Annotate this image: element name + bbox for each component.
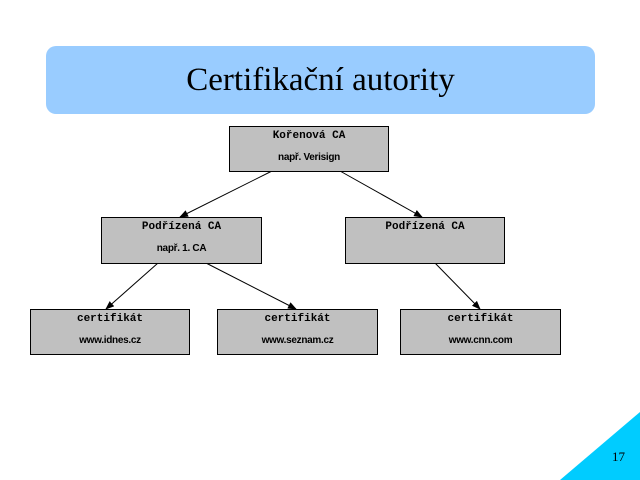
node-sub-ca-right-label: Podřízená CA	[385, 221, 465, 233]
node-cert-idnes: certifikát www.idnes.cz	[30, 309, 190, 355]
node-sub-ca-left-label: Podřízená CA	[141, 221, 222, 233]
edge-sub-right-to-cert-cnn	[434, 262, 481, 310]
node-root-ca-label: Kořenová CA	[272, 130, 346, 142]
node-sub-ca-left: Podřízená CA např. 1. CA	[101, 217, 262, 264]
node-cert-cnn: certifikát www.cnn.com	[400, 309, 561, 355]
node-cert-cnn-domain: www.cnn.com	[448, 335, 513, 346]
node-cert-idnes-domain: www.idnes.cz	[79, 335, 141, 346]
page-number: 17	[612, 449, 625, 464]
edge-root-to-sub-left	[179, 170, 273, 218]
title-banner: Certifikační autority	[46, 46, 595, 114]
node-cert-cnn-label: certifikát	[447, 313, 514, 325]
slide-title: Certifikační autority	[186, 61, 455, 98]
edge-sub-left-to-cert-idnes	[105, 262, 159, 310]
node-sub-ca-left-example: např. 1. CA	[156, 243, 207, 254]
node-root-ca: Kořenová CA např. Verisign	[229, 126, 389, 172]
node-cert-idnes-label: certifikát	[76, 313, 143, 325]
edge-root-to-sub-right	[339, 170, 423, 218]
node-sub-ca-right: Podřízená CA	[345, 217, 505, 264]
node-cert-seznam: certifikát www.seznam.cz	[217, 309, 378, 355]
node-cert-seznam-label: certifikát	[264, 313, 331, 325]
node-root-ca-example: např. Verisign	[278, 152, 340, 163]
edge-sub-left-to-cert-seznam	[205, 262, 297, 310]
node-cert-seznam-domain: www.seznam.cz	[261, 335, 334, 346]
